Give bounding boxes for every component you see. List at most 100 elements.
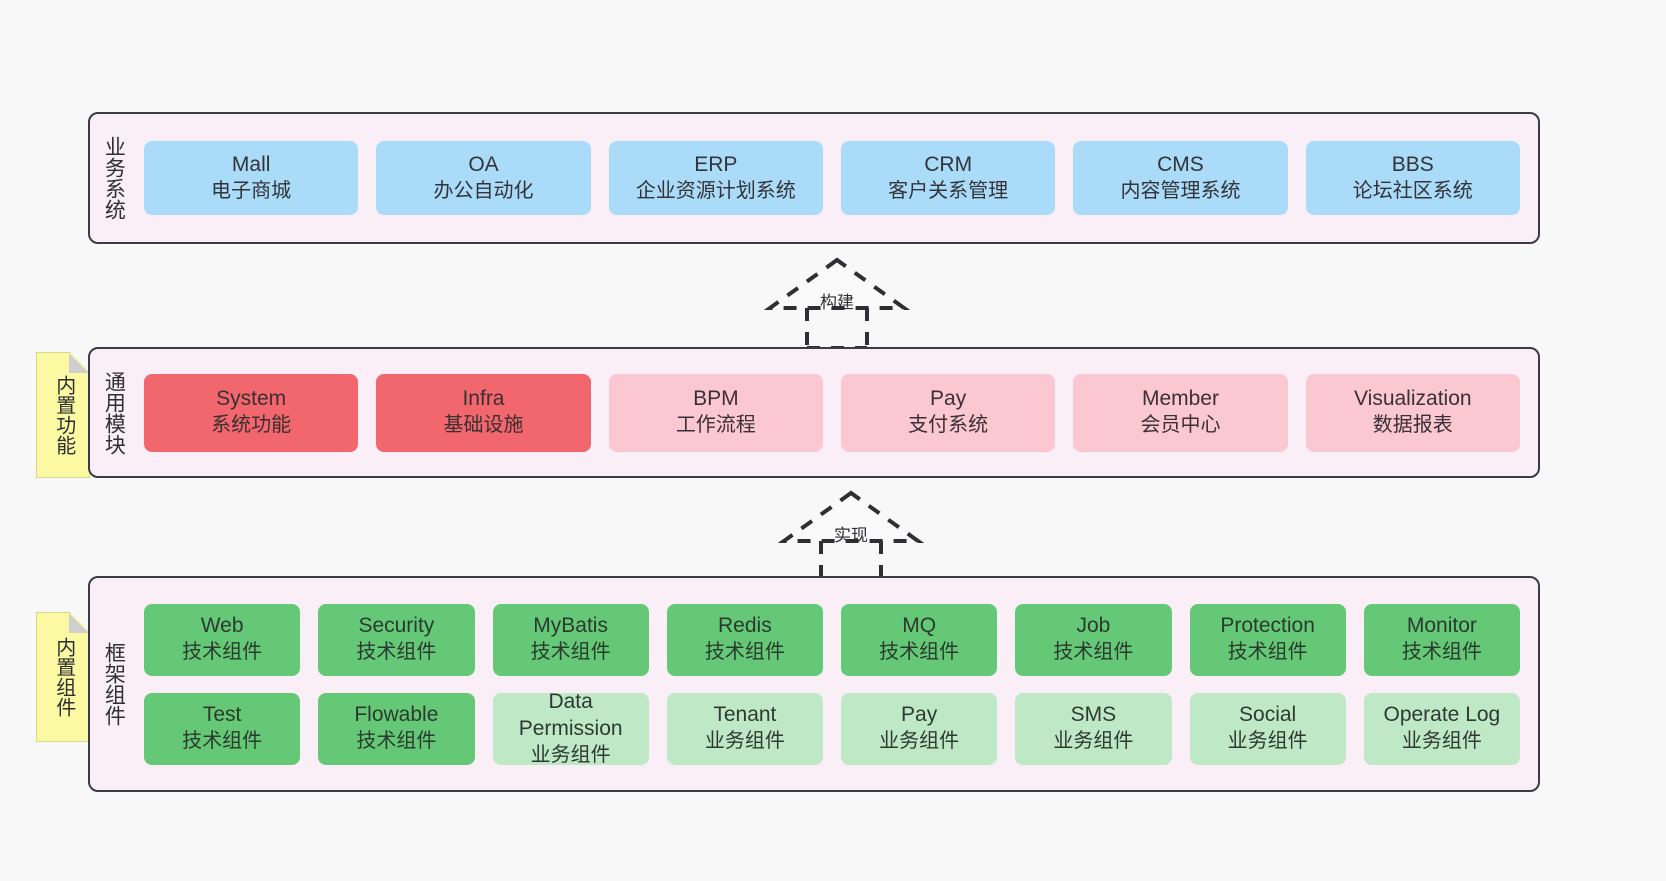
box-protection-cn: 技术组件	[1227, 641, 1308, 664]
box-data-permission[interactable]: Data Permission 业务组件	[492, 690, 649, 766]
connector-implement-label: 实现	[834, 526, 868, 545]
box-sms-cn: 业务组件	[1053, 730, 1134, 753]
box-security-cn: 技术组件	[356, 641, 437, 664]
layer-framework-cells: Web 技术组件 Security 技术组件 MyBatis 技术组件 Redi…	[136, 578, 1538, 790]
box-member-en: Member	[1141, 387, 1219, 411]
box-job-cn: 技术组件	[1053, 641, 1134, 664]
box-operate-log-en: Operate Log	[1383, 703, 1501, 727]
connector-build-label: 构建	[820, 293, 854, 312]
box-mq-cn: 技术组件	[879, 641, 960, 664]
box-infra[interactable]: Infra 基础设施	[376, 373, 591, 452]
box-pay-module-cn: 支付系统	[908, 414, 989, 437]
box-social[interactable]: Social 业务组件	[1189, 692, 1346, 765]
note-fold-corner-icon	[69, 613, 89, 633]
box-mybatis[interactable]: MyBatis 技术组件	[492, 603, 649, 676]
box-pay-component[interactable]: Pay 业务组件	[841, 692, 998, 765]
box-monitor[interactable]: Monitor 技术组件	[1363, 603, 1520, 676]
layer-modules-row-1: System 系统功能 Infra 基础设施 BPM 工作流程 Pay 支付系统…	[144, 373, 1520, 452]
box-mq[interactable]: MQ 技术组件	[841, 603, 998, 676]
note-built-in-components-label: 内置组件	[52, 637, 75, 717]
box-system-cn: 系统功能	[211, 414, 292, 437]
box-job[interactable]: Job 技术组件	[1015, 603, 1172, 676]
box-flowable-cn: 技术组件	[356, 730, 437, 753]
box-crm-en: CRM	[924, 152, 973, 176]
box-crm[interactable]: CRM 客户关系管理	[840, 141, 1056, 215]
box-data-permission-cn: 业务组件	[530, 743, 611, 766]
box-sms-en: SMS	[1070, 703, 1117, 727]
box-social-en: Social	[1239, 703, 1297, 727]
box-mall-en: Mall	[231, 152, 271, 176]
box-tenant-cn: 业务组件	[704, 730, 785, 753]
layer-common-modules: 通用模块 System 系统功能 Infra 基础设施 BPM 工作流程 Pay…	[88, 347, 1540, 478]
box-data-permission-en: Data Permission	[518, 689, 623, 740]
box-pay-module[interactable]: Pay 支付系统	[840, 373, 1056, 452]
box-redis-cn: 技术组件	[704, 641, 785, 664]
connector-build: 构建	[752, 256, 922, 350]
box-pay-module-en: Pay	[930, 387, 967, 411]
layer-business-row-1: Mall 电子商城 OA 办公自动化 ERP 企业资源计划系统 CRM 客户关系…	[144, 141, 1520, 215]
note-fold-corner-icon	[69, 353, 89, 373]
box-crm-cn: 客户关系管理	[888, 179, 1009, 202]
box-web[interactable]: Web 技术组件	[144, 603, 301, 676]
box-job-en: Job	[1076, 614, 1111, 638]
layer-business-cells: Mall 电子商城 OA 办公自动化 ERP 企业资源计划系统 CRM 客户关系…	[136, 114, 1538, 242]
layer-business-systems: 业务系统 Mall 电子商城 OA 办公自动化 ERP 企业资源计划系统 CRM…	[88, 112, 1540, 244]
box-visualization-cn: 数据报表	[1372, 414, 1453, 437]
box-mall[interactable]: Mall 电子商城	[144, 141, 359, 215]
box-security-en: Security	[358, 614, 435, 638]
box-pay-component-cn: 业务组件	[879, 730, 960, 753]
box-erp-en: ERP	[694, 152, 738, 176]
box-sms[interactable]: SMS 业务组件	[1015, 692, 1172, 765]
layer-framework-row-2: Test 技术组件 Flowable 技术组件 Data Permission …	[144, 690, 1520, 766]
box-security[interactable]: Security 技术组件	[318, 603, 475, 676]
layer-title-common-modules: 通用模块	[102, 370, 126, 455]
layer-modules-cells: System 系统功能 Infra 基础设施 BPM 工作流程 Pay 支付系统…	[136, 349, 1538, 476]
box-visualization[interactable]: Visualization 数据报表	[1305, 373, 1520, 452]
box-member[interactable]: Member 会员中心	[1073, 373, 1288, 452]
box-system[interactable]: System 系统功能	[144, 373, 359, 452]
box-tenant-en: Tenant	[713, 703, 777, 727]
box-flowable-en: Flowable	[354, 703, 439, 727]
box-operate-log-cn: 业务组件	[1401, 730, 1482, 753]
box-oa[interactable]: OA 办公自动化	[376, 141, 591, 215]
box-redis[interactable]: Redis 技术组件	[666, 603, 823, 676]
box-cms[interactable]: CMS 内容管理系统	[1073, 141, 1288, 215]
box-bbs-en: BBS	[1391, 152, 1434, 176]
box-monitor-en: Monitor	[1406, 614, 1477, 638]
layer-title-business-systems: 业务系统	[102, 136, 126, 220]
box-mybatis-cn: 技术组件	[530, 641, 611, 664]
box-mq-en: MQ	[902, 614, 937, 638]
box-member-cn: 会员中心	[1140, 414, 1221, 437]
box-system-en: System	[216, 387, 287, 411]
layer-framework-row-1: Web 技术组件 Security 技术组件 MyBatis 技术组件 Redi…	[144, 603, 1520, 676]
layer-title-framework-components: 框架组件	[102, 642, 126, 726]
box-erp-cn: 企业资源计划系统	[635, 179, 796, 202]
box-operate-log[interactable]: Operate Log 业务组件	[1363, 692, 1520, 765]
box-pay-component-en: Pay	[901, 703, 938, 727]
box-erp[interactable]: ERP 企业资源计划系统	[608, 141, 823, 215]
box-flowable[interactable]: Flowable 技术组件	[318, 692, 475, 765]
box-bpm-en: BPM	[693, 387, 739, 411]
box-protection[interactable]: Protection 技术组件	[1189, 603, 1346, 676]
box-cms-cn: 内容管理系统	[1120, 179, 1241, 202]
box-monitor-cn: 技术组件	[1401, 641, 1482, 664]
box-mybatis-en: MyBatis	[533, 614, 608, 638]
box-infra-cn: 基础设施	[443, 414, 524, 437]
box-bbs[interactable]: BBS 论坛社区系统	[1305, 141, 1520, 215]
box-web-cn: 技术组件	[182, 641, 263, 664]
box-visualization-en: Visualization	[1354, 387, 1472, 411]
box-test-cn: 技术组件	[182, 730, 263, 753]
box-redis-en: Redis	[718, 614, 772, 638]
layer-framework-components: 框架组件 Web 技术组件 Security 技术组件 MyBatis 技术组件…	[88, 576, 1540, 792]
box-infra-en: Infra	[462, 387, 505, 411]
note-built-in-features-label: 内置功能	[52, 375, 75, 455]
box-test-en: Test	[202, 703, 242, 727]
box-tenant[interactable]: Tenant 业务组件	[666, 692, 823, 765]
box-test[interactable]: Test 技术组件	[144, 692, 301, 765]
box-mall-cn: 电子商城	[211, 179, 292, 202]
box-social-cn: 业务组件	[1227, 730, 1308, 753]
box-bbs-cn: 论坛社区系统	[1352, 179, 1473, 202]
box-bpm-cn: 工作流程	[675, 414, 756, 437]
box-bpm[interactable]: BPM 工作流程	[608, 373, 823, 452]
